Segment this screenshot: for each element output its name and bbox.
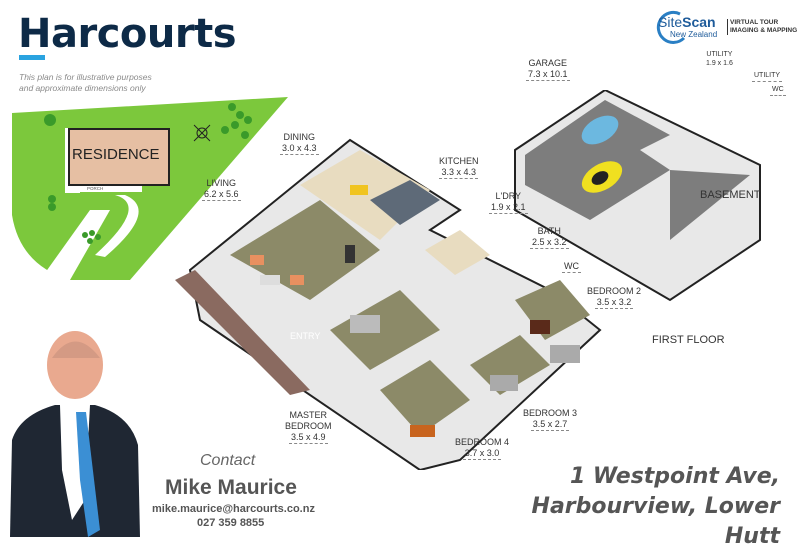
agent-phone[interactable]: 027 359 8855 bbox=[197, 517, 265, 529]
agent-name: Mike Maurice bbox=[165, 476, 297, 499]
disclaimer-line2: and approximate dimensions only bbox=[19, 83, 146, 93]
sitescan-swoosh-icon bbox=[656, 10, 686, 44]
sitescan-logo: SiteScan New Zealand VIRTUAL TOUR IMAGIN… bbox=[650, 10, 800, 44]
room-label-entry: ENTRY bbox=[290, 331, 321, 341]
disclaimer-line1: This plan is for illustrative purposes bbox=[19, 72, 152, 82]
residence-label: RESIDENCE bbox=[72, 146, 160, 163]
porch-label: PORCH bbox=[87, 186, 104, 191]
property-address: 1 Westpoint Ave, Harbourview, Lower Hutt bbox=[470, 462, 780, 552]
room-label-utility-2: UTILITY bbox=[752, 70, 783, 82]
floor-label-first-floor: FIRST FLOOR bbox=[652, 334, 725, 346]
sitescan-tagline: VIRTUAL TOUR IMAGING & MAPPING bbox=[727, 19, 797, 35]
agent-email-link[interactable]: mike.maurice@harcourts.co.nz bbox=[152, 503, 315, 515]
agent-photo bbox=[10, 331, 140, 537]
sitescan-brand: SiteScan bbox=[658, 14, 716, 30]
north-arrow-icon bbox=[193, 124, 211, 142]
floor-label-basement: BASEMENT bbox=[700, 189, 761, 201]
address-line2: Harbourview, Lower Hutt bbox=[531, 494, 780, 549]
harcourts-logo: Harcourts bbox=[18, 11, 237, 57]
disclaimer: This plan is for illustrative purposes a… bbox=[19, 72, 152, 94]
room-label-wc: WC bbox=[562, 261, 581, 273]
logo-accent-bar bbox=[19, 55, 45, 60]
sitescan-region: New Zealand bbox=[670, 30, 718, 39]
address-line1: 1 Westpoint Ave, bbox=[569, 464, 780, 489]
residence-footprint bbox=[68, 128, 170, 186]
room-label-wc-basement: WC bbox=[770, 84, 786, 96]
floor-plan-3d bbox=[175, 90, 761, 470]
contact-label: Contact bbox=[200, 452, 256, 469]
